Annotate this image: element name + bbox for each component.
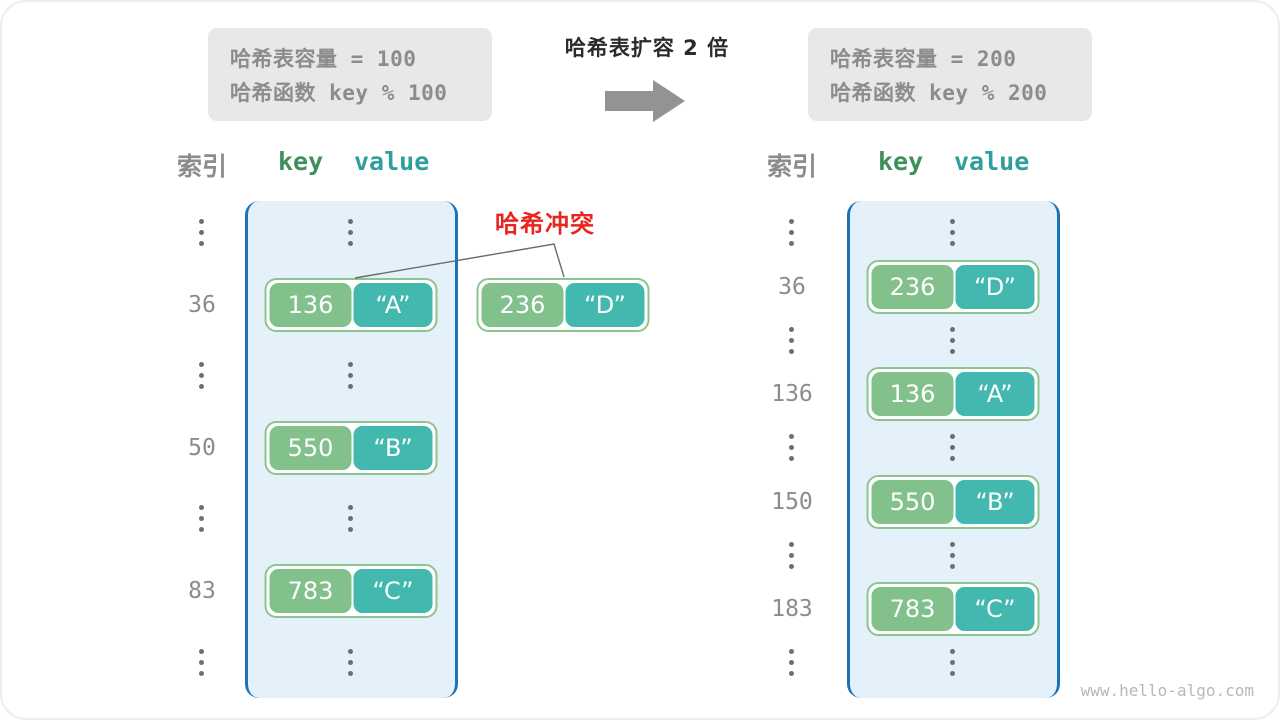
right-index-150: 150: [771, 489, 813, 515]
right-bucket-ellipsis-0: [950, 219, 956, 247]
right-bucket-ellipsis-3: [950, 542, 956, 570]
left-index-ellipsis-2: [199, 505, 205, 533]
left-bucket-83-value: “C”: [353, 569, 433, 613]
right-bucket-150-key: 550: [871, 480, 954, 524]
left-header-value: value: [354, 147, 430, 176]
left-bucket-36-key: 136: [269, 283, 352, 327]
right-bucket-183-key: 783: [871, 587, 954, 631]
collision-leader-lines: [354, 243, 565, 279]
right-bucket-150-value: “B”: [955, 480, 1035, 524]
info-box-after: 哈希表容量 = 200 哈希函数 key % 200: [808, 28, 1092, 121]
left-index-ellipsis-1: [199, 362, 205, 390]
left-bucket-ellipsis-3: [348, 649, 354, 677]
info-before-capacity: 哈希表容量 = 100: [230, 47, 417, 71]
right-bucket-ellipsis-4: [950, 649, 956, 677]
right-bucket-36-key: 236: [871, 265, 954, 309]
left-index-36: 36: [188, 292, 216, 318]
detached-bucket-236: 236 “D”: [476, 278, 650, 332]
watermark: www.hello-algo.com: [1080, 681, 1254, 700]
right-bucket-136-key: 136: [871, 372, 954, 416]
left-header-key: key: [278, 147, 324, 176]
left-bucket-83-key: 783: [269, 569, 352, 613]
right-index-ellipsis-4: [789, 649, 795, 677]
detached-bucket-value: “D”: [565, 283, 645, 327]
left-bucket-ellipsis-0: [348, 219, 354, 247]
right-index-ellipsis-2: [789, 434, 795, 462]
right-index-ellipsis-3: [789, 542, 795, 570]
info-after-capacity: 哈希表容量 = 200: [830, 47, 1017, 71]
info-after-hash-function: 哈希函数 key % 200: [830, 81, 1048, 105]
right-index-36: 36: [778, 274, 806, 300]
collision-label: 哈希冲突: [495, 210, 595, 238]
info-box-before: 哈希表容量 = 100 哈希函数 key % 100: [208, 28, 492, 121]
left-bucket-50-value: “B”: [353, 426, 433, 470]
left-bucket-83: 783 “C”: [264, 564, 438, 618]
right-bucket-36-value: “D”: [955, 265, 1035, 309]
right-header-index: 索引: [766, 152, 817, 181]
detached-bucket-key: 236: [481, 283, 564, 327]
right-header-key: key: [878, 147, 924, 176]
right-index-ellipsis-1: [789, 327, 795, 355]
left-index-ellipsis-0: [199, 219, 205, 247]
right-bucket-183-value: “C”: [955, 587, 1035, 631]
right-bucket-150: 550 “B”: [866, 475, 1040, 529]
right-bucket-183: 783 “C”: [866, 582, 1040, 636]
left-index-83: 83: [188, 578, 216, 604]
right-bucket-36: 236 “D”: [866, 260, 1040, 314]
left-header-index: 索引: [176, 152, 227, 181]
right-bucket-ellipsis-2: [950, 434, 956, 462]
left-bucket-50-key: 550: [269, 426, 352, 470]
left-bucket-ellipsis-2: [348, 505, 354, 533]
right-index-ellipsis-0: [789, 219, 795, 247]
right-index-136: 136: [771, 381, 813, 407]
operation-caption: 哈希表扩容 2 倍: [564, 36, 730, 60]
info-before-hash-function: 哈希函数 key % 100: [230, 81, 448, 105]
right-bucket-136: 136 “A”: [866, 367, 1040, 421]
left-index-ellipsis-3: [199, 649, 205, 677]
left-index-50: 50: [188, 435, 216, 461]
right-bucket-136-value: “A”: [955, 372, 1035, 416]
right-index-183: 183: [771, 596, 813, 622]
left-bucket-36: 136 “A”: [264, 278, 438, 332]
right-arrow-icon: [605, 80, 685, 122]
right-bucket-ellipsis-1: [950, 327, 956, 355]
left-bucket-ellipsis-1: [348, 362, 354, 390]
right-header-value: value: [954, 147, 1030, 176]
left-bucket-36-value: “A”: [353, 283, 433, 327]
left-bucket-50: 550 “B”: [264, 421, 438, 475]
